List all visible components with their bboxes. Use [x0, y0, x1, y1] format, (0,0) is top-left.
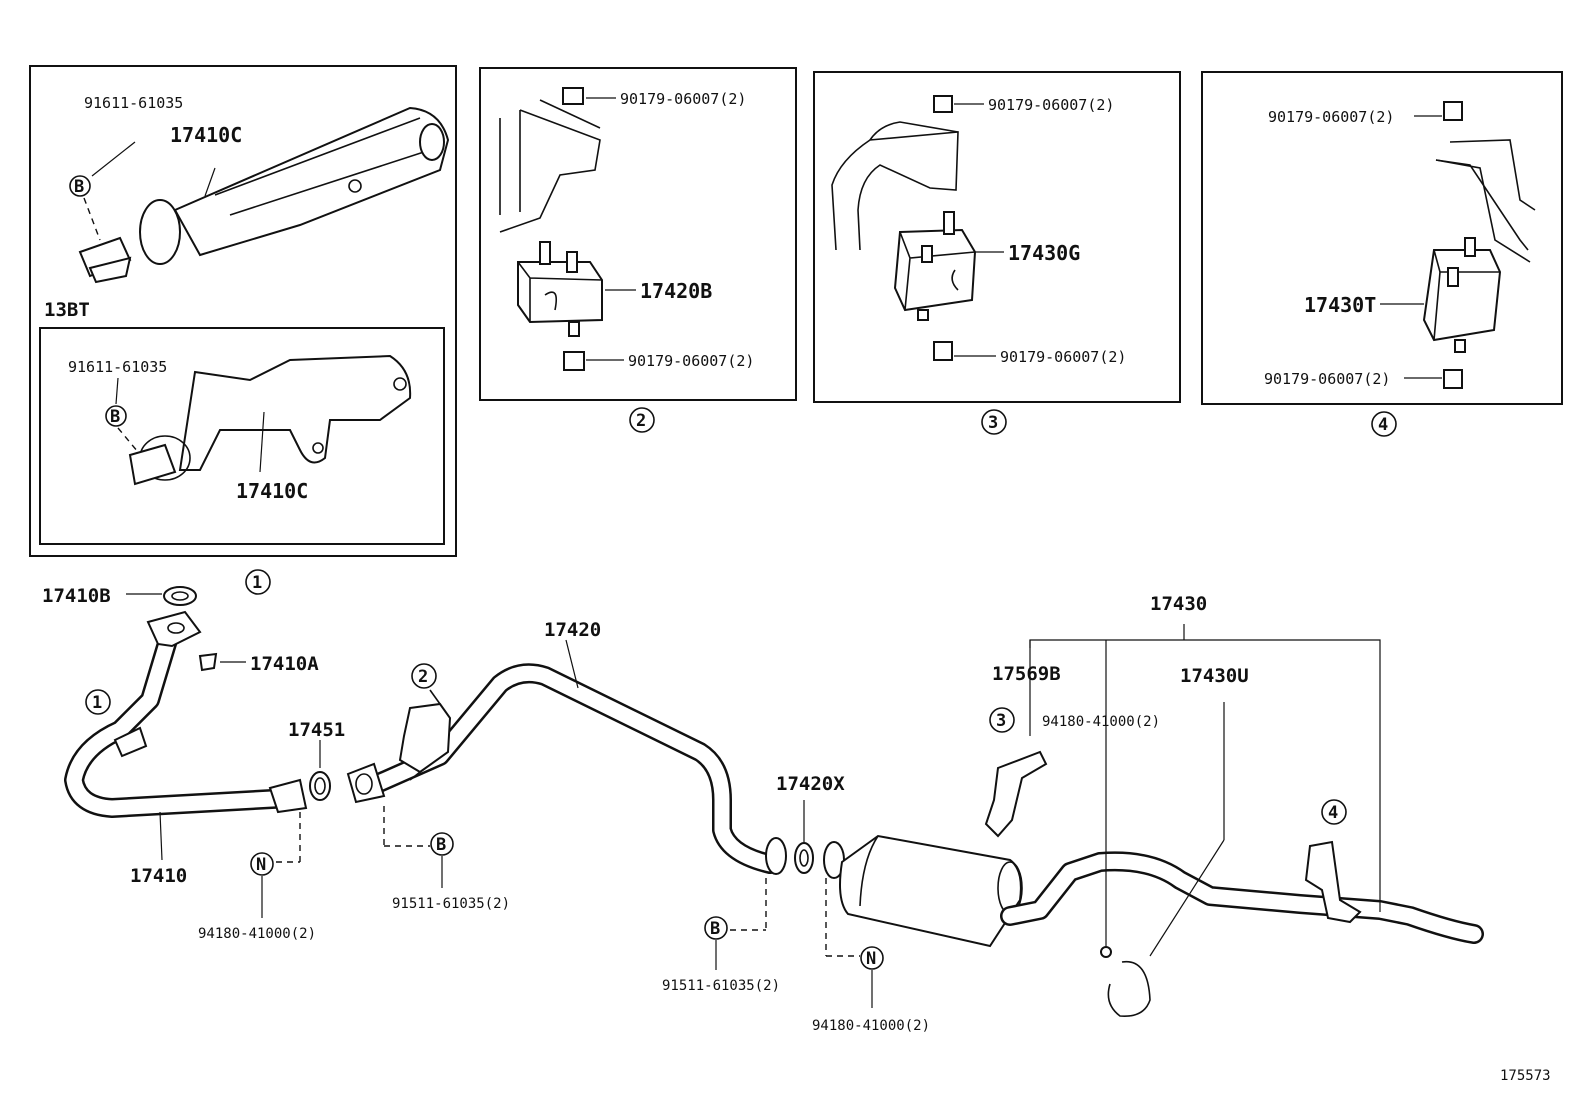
bolt-marker-b-mid: B — [704, 916, 728, 940]
nut-callout-90179-06007-bottom: 90179-06007(2) — [1000, 348, 1126, 366]
section-marker-number: 1 — [252, 573, 262, 593]
nut-marker-letter: N — [256, 855, 266, 875]
bolt-marker-letter: B — [74, 177, 84, 197]
gasket-17420x-drawing — [794, 842, 814, 874]
mount-insulator-17430t-drawing — [1422, 237, 1502, 353]
variant-label-13bt: 13BT — [44, 299, 90, 321]
section-marker-1: 1 — [245, 569, 271, 595]
detail-panel-2: 90179-06007(2) 17420B 90179-06007(2) 2 — [479, 67, 797, 433]
section-marker-3: 3 — [981, 409, 1007, 435]
part-label-17430u: 17430U — [1180, 665, 1249, 687]
nut-callout-90179-06007-top: 90179-06007(2) — [988, 96, 1114, 114]
section-marker-4-main: 4 — [1321, 799, 1347, 825]
part-label-17420x: 17420X — [776, 773, 845, 795]
section-marker-number: 3 — [988, 413, 998, 433]
section-marker-number: 4 — [1378, 415, 1388, 435]
bolt-marker-letter: B — [110, 407, 120, 427]
part-label-17420b: 17420B — [640, 279, 712, 303]
part-label-17410c-lower: 17410C — [236, 479, 308, 503]
section-marker-1-main: 1 — [85, 689, 111, 715]
part-label-17430g: 17430G — [1008, 241, 1080, 265]
section-marker-number: 3 — [996, 711, 1006, 731]
stud-17410a-drawing — [198, 652, 218, 672]
bolt-marker-b-lower: B — [105, 405, 127, 427]
part-label-17451: 17451 — [288, 719, 345, 741]
bolt-callout-91511-61035-left: 91511-61035(2) — [392, 896, 510, 912]
mount-insulator-17420b-drawing — [517, 241, 603, 337]
muffler-tailpipe-17430-drawing — [823, 750, 1484, 1017]
nut-drawing-bottom — [1443, 369, 1463, 389]
nut-drawing-bottom — [563, 351, 585, 371]
section-marker-3-main: 3 — [989, 707, 1015, 733]
nut-callout-90179-06007-bottom: 90179-06007(2) — [1264, 370, 1390, 388]
bolt-marker-letter: B — [436, 835, 446, 855]
section-marker-number: 2 — [636, 411, 646, 431]
figure-id: 175573 — [1500, 1068, 1551, 1084]
part-label-17410b: 17410B — [42, 585, 111, 607]
manifold-pipe-drawing — [78, 106, 450, 284]
nut-callout-94180-41000-right: 94180-41000(2) — [1042, 714, 1160, 730]
section-marker-number: 2 — [418, 667, 428, 687]
nut-callout-94180-41000-left: 94180-41000(2) — [198, 926, 316, 942]
nut-callout-90179-06007-top: 90179-06007(2) — [620, 90, 746, 108]
section-marker-number: 4 — [1328, 803, 1338, 823]
gasket-17410b-drawing — [163, 586, 197, 606]
nut-callout-90179-06007-top: 90179-06007(2) — [1268, 108, 1394, 126]
exhaust-system-assembly: 17410B 17410A 1 17410 17451 N 94180-4100… — [42, 585, 1484, 1034]
mount-insulator-17430g-drawing — [893, 211, 977, 321]
nut-drawing-top — [1443, 101, 1463, 121]
section-marker-2: 2 — [629, 407, 655, 433]
bolt-callout-91611-61035-upper: 91611-61035 — [84, 94, 183, 112]
nut-callout-90179-06007-bottom: 90179-06007(2) — [628, 352, 754, 370]
front-pipe-17410-drawing — [64, 610, 308, 818]
bolt-marker-letter: B — [710, 919, 720, 939]
part-label-17410a: 17410A — [250, 653, 319, 675]
nut-marker-n-mid: N — [860, 946, 884, 970]
section-marker-4: 4 — [1371, 411, 1397, 437]
detail-panel-3: 90179-06007(2) 17430G 90179-06007(2) 3 — [813, 71, 1181, 435]
part-label-17410c-upper: 17410C — [170, 123, 242, 147]
bolt-marker-b-upper: B — [69, 175, 91, 197]
part-label-17410: 17410 — [130, 865, 187, 887]
part-label-17430t: 17430T — [1304, 293, 1376, 317]
part-label-17430: 17430 — [1150, 593, 1207, 615]
nut-drawing-bottom — [933, 341, 953, 361]
detail-panel-1: 91611-61035 B 17410C 13BT 91611-61035 B … — [29, 65, 457, 595]
nut-drawing-top — [562, 87, 584, 105]
nut-marker-letter: N — [866, 949, 876, 969]
bolt-marker-b-left: B — [430, 832, 454, 856]
nut-callout-94180-41000-mid: 94180-41000(2) — [812, 1018, 930, 1034]
nut-marker-n-left: N — [250, 852, 274, 876]
manifold-pipe-13bt-drawing — [128, 354, 412, 486]
detail-panel-4: 90179-06007(2) 17430T 90179-06007(2) 4 — [1201, 71, 1563, 437]
nut-drawing-top — [933, 95, 953, 113]
bolt-callout-91511-61035-mid: 91511-61035(2) — [662, 978, 780, 994]
center-pipe-17420-drawing — [346, 663, 787, 875]
part-label-17420: 17420 — [544, 619, 601, 641]
section-marker-2-main: 2 — [411, 663, 437, 689]
section-marker-number: 1 — [92, 693, 102, 713]
part-label-17569b: 17569B — [992, 663, 1061, 685]
bolt-callout-91611-61035-lower: 91611-61035 — [68, 358, 167, 376]
ring-17451-drawing — [309, 771, 331, 801]
